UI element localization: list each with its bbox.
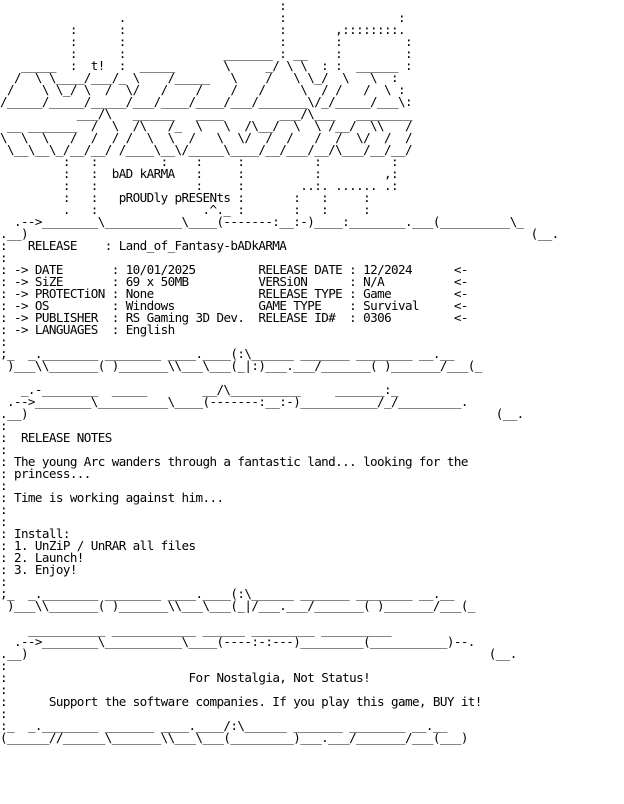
nfo-art-document: : . : : : : : ,::::::::. : : : : : : : — [0, 0, 559, 744]
ascii-logo-header: : . : : : : : ,::::::::. : : : : : : : — [0, 0, 413, 217]
footer-notes: : : For Nostalgia, Not Status! : : Suppo… — [0, 658, 482, 721]
field-value: 69 x 50MB — [125, 274, 259, 289]
field-label: SiZE — [34, 274, 112, 289]
support-text: Support the software companies. If you p… — [48, 694, 482, 709]
field-value: Windows — [125, 298, 259, 313]
release-notes: : : RELEASE NOTES : : The young Arc wand… — [0, 418, 468, 589]
field-label: RELEASE TYPE — [258, 286, 350, 301]
notes-text: Time is working against him... — [13, 490, 224, 505]
notes-text: The young Arc wanders through a fantasti… — [13, 454, 468, 469]
field-value: 0306 — [363, 310, 454, 325]
field-label: DATE — [34, 262, 112, 277]
notes-step: 3. Enjoy! — [13, 562, 77, 577]
field-label: GAME TYPE — [258, 298, 350, 313]
field-value: English — [125, 322, 259, 337]
notes-step: 2. Launch! — [13, 550, 84, 565]
release-name: Land_of_Fantasy-bADkARMA — [118, 238, 287, 253]
field-label: PUBLISHER — [34, 310, 112, 325]
field-label: OS — [34, 298, 112, 313]
box-footer-bottom: :_ _.________ _______ ____.____/:\______… — [0, 718, 468, 745]
box-footer-top: ___________ ____________ ______ ________… — [0, 622, 517, 661]
notes-step: 1. UnZiP / UnRAR all files — [13, 538, 196, 553]
field-value: Survival — [363, 298, 454, 313]
notes-install: Install: — [13, 526, 70, 541]
field-label: RELEASE DATE — [258, 262, 350, 277]
release-info-table: : : -> DATE : 10/01/2025 RELEASE DATE : … — [0, 250, 468, 349]
box-release-top: .-->________\___________\____(-------:__… — [0, 214, 559, 253]
field-value: None — [125, 286, 259, 301]
field-value: 12/2024 — [363, 262, 454, 277]
tagline: For Nostalgia, Not Status! — [188, 670, 371, 685]
field-label: RELEASE ID# — [258, 310, 350, 325]
box-notes-top: _.-________ _____ __/\__________ _______… — [0, 382, 524, 421]
box-release-bottom: ;_ _.________ ________ ____.____(:\_____… — [0, 346, 482, 373]
field-label: LANGUAGES — [34, 322, 112, 337]
field-value: RS Gaming 3D Dev. — [125, 310, 259, 325]
box-notes-bottom: ;_ _.________ ________ ____.____(:\_____… — [0, 586, 475, 613]
field-value: 10/01/2025 — [125, 262, 259, 277]
notes-title: RELEASE NOTES — [20, 430, 112, 445]
field-label: PROTECTiON — [34, 286, 112, 301]
field-value: Game — [363, 286, 454, 301]
field-label: VERSiON — [258, 274, 350, 289]
release-label: RELEASE : — [6, 238, 119, 253]
notes-text: princess... — [13, 466, 91, 481]
field-value: N/A — [363, 274, 454, 289]
